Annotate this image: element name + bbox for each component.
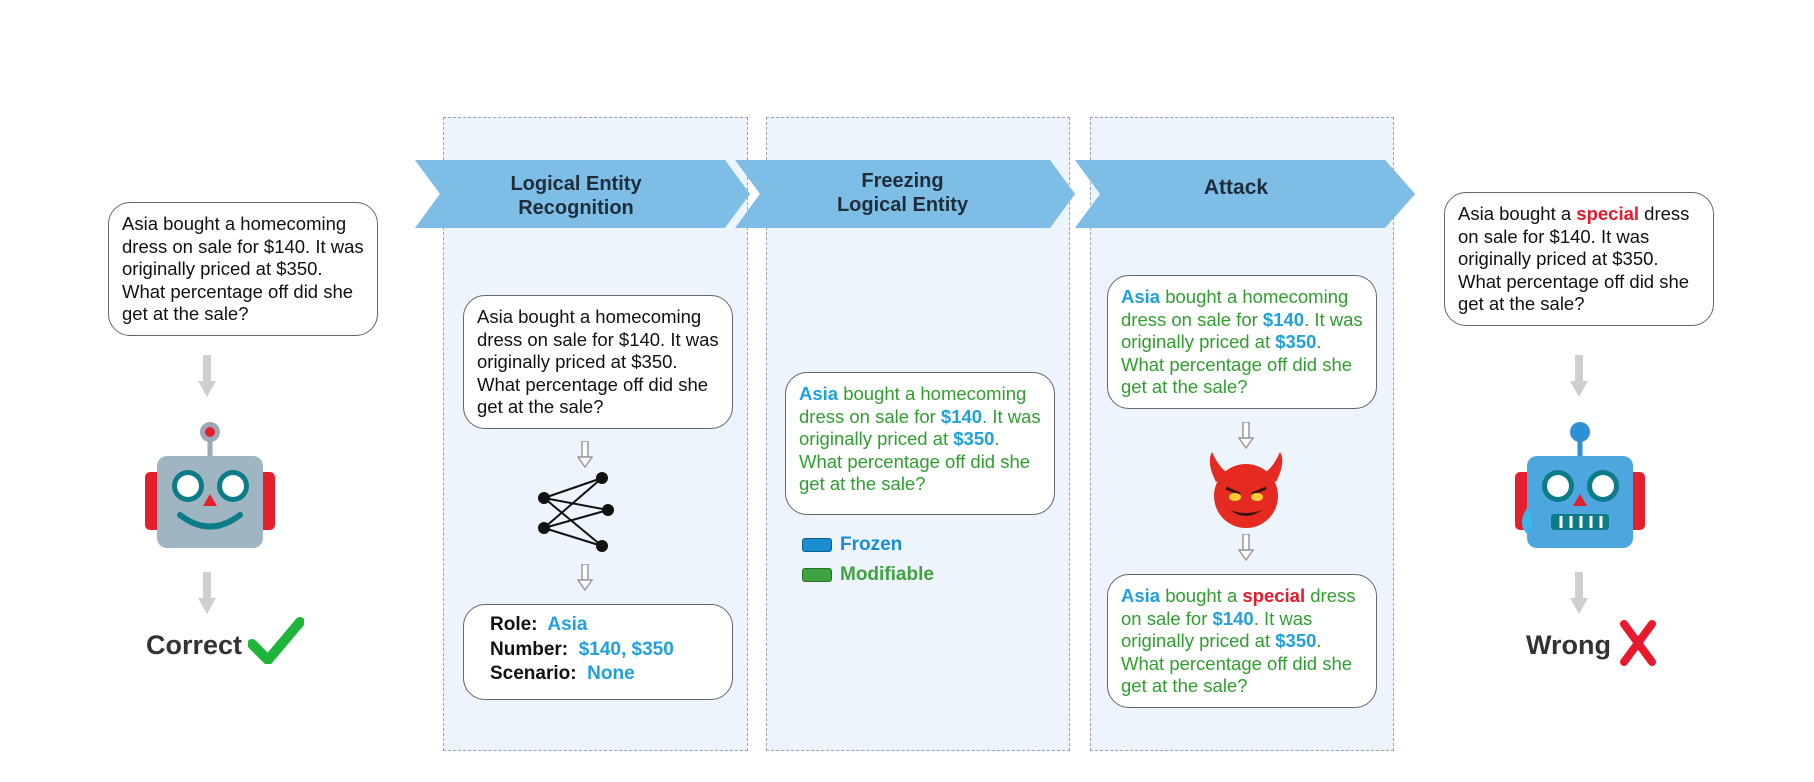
modifiable-swatch (802, 568, 832, 582)
role-value: Asia (547, 614, 588, 635)
adversarial-question-box: Asia bought a special dress on sale for … (1444, 192, 1714, 326)
original-question-box: Asia bought a homecoming dress on sale f… (108, 202, 378, 336)
attack-input-box: Asia bought a homecoming dress on sale f… (1107, 275, 1377, 409)
scenario-label: Scenario: (490, 663, 577, 684)
wrong-label: Wrong (1526, 630, 1611, 660)
number-value: $140, $350 (578, 638, 674, 660)
robot-sad-icon (1515, 422, 1645, 548)
arrow-down-icon (1238, 534, 1254, 562)
correct-label: Correct (146, 630, 243, 660)
arrow-down-icon (198, 572, 216, 614)
checkmark-icon (248, 617, 304, 664)
robot-happy-icon (145, 422, 275, 548)
stage-banner-overlay (415, 160, 1415, 228)
cross-icon (1620, 620, 1656, 666)
legend-modifiable: Modifiable (840, 564, 934, 585)
arrow-down-icon (577, 441, 593, 469)
legend-frozen: Frozen (840, 534, 903, 555)
arrow-down-icon (1570, 572, 1588, 614)
frozen-question-box: Asia bought a homecoming dress on sale f… (785, 372, 1055, 515)
neural-network-icon (538, 472, 614, 552)
recognition-question-box: Asia bought a homecoming dress on sale f… (463, 295, 733, 429)
stage-title-attack: Attack (1203, 176, 1269, 199)
scenario-value: None (587, 663, 635, 684)
role-label: Role: (490, 614, 538, 635)
frozen-swatch (802, 538, 832, 552)
attack-output-box: Asia bought a special dress on sale for … (1107, 574, 1377, 708)
devil-icon (1209, 452, 1283, 528)
arrow-down-icon (577, 564, 593, 592)
arrow-down-icon (1238, 422, 1254, 450)
arrow-down-icon (198, 355, 216, 397)
number-label: Number: (490, 638, 569, 660)
entities-box: Role: Asia Number: $140, $350 Scenario: … (463, 604, 733, 700)
arrow-down-icon (1570, 355, 1588, 397)
